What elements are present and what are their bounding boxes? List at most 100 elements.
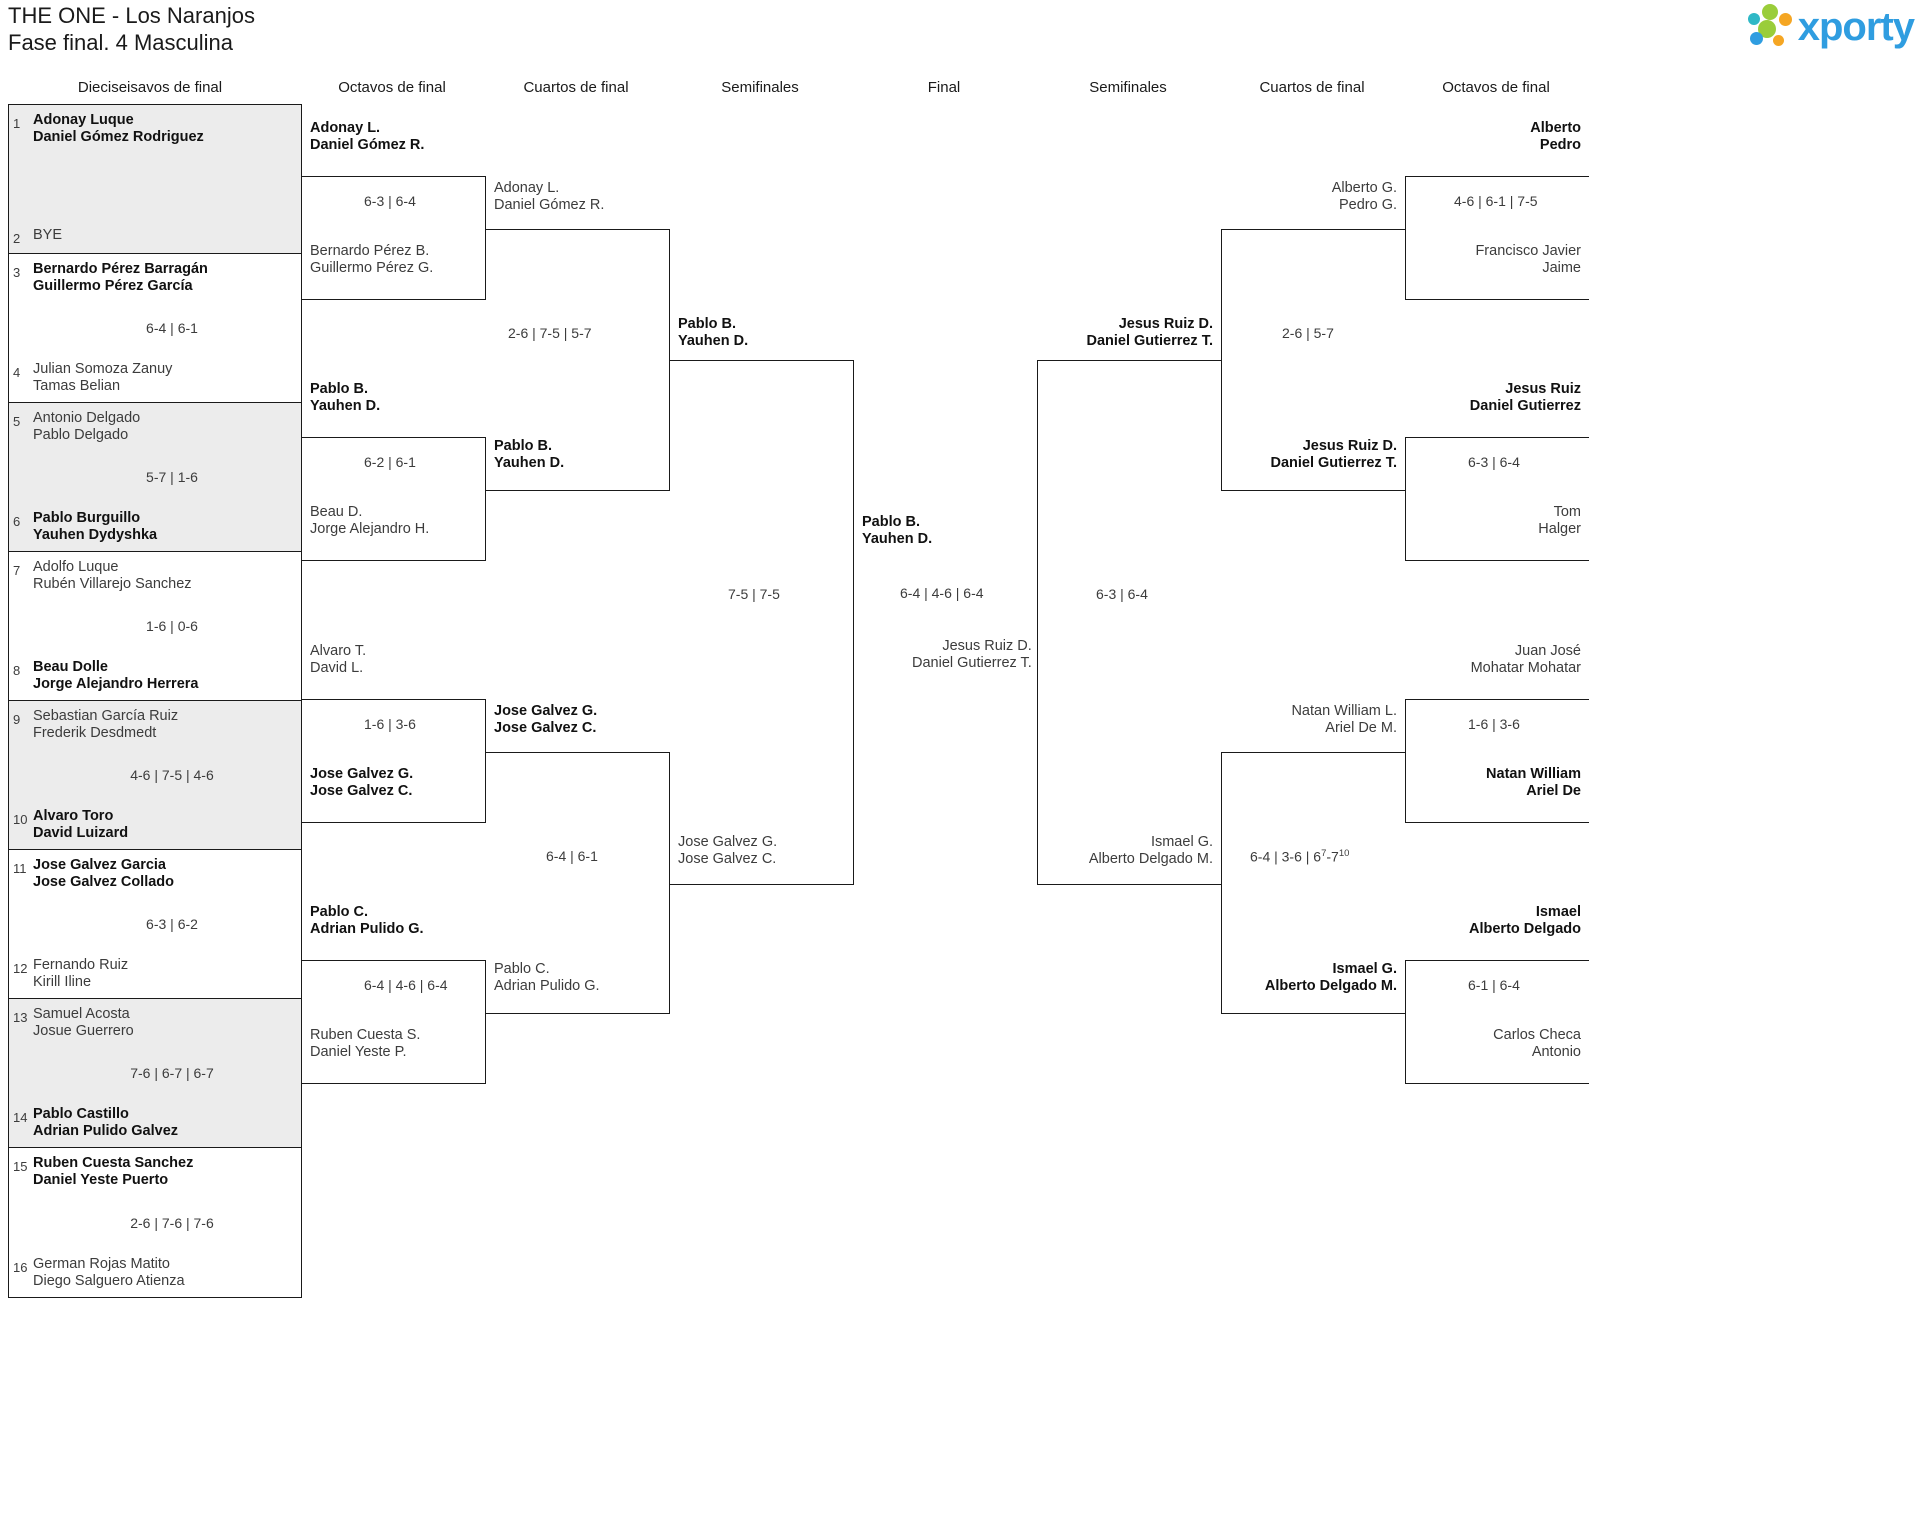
player-names: Pablo Burguillo Yauhen Dydyshka: [33, 510, 158, 543]
match-score: 6-2 | 6-1: [364, 454, 416, 470]
player-names-top: Adonay L. Daniel Gómez R.: [310, 120, 425, 153]
seed-number: 15: [13, 1159, 28, 1174]
r32-entry-top[interactable]: 13 Samuel Acosta Josue Guerrero: [9, 1006, 301, 1040]
r16-left-match-1[interactable]: Adonay L. Daniel Gómez R. 6-3 | 6-4 Bern…: [302, 120, 486, 300]
player-names-bottom: Tom Halger: [1538, 504, 1581, 537]
r32-entry-bottom[interactable]: 14 Pablo Castillo Adrian Pulido Galvez: [9, 1106, 301, 1140]
r32-match-1[interactable]: 1 Adonay Luque Daniel Gómez Rodriguez 2 …: [9, 105, 301, 254]
title-line-2: Fase final. 4 Masculina: [8, 30, 233, 55]
seed-number: 13: [13, 1010, 28, 1025]
player-names-bottom: Natan William Ariel De: [1486, 766, 1581, 799]
r16-right-match-4[interactable]: Ismael Alberto Delgado 6-1 | 6-4 Carlos …: [1405, 904, 1589, 1084]
r16-right-match-2[interactable]: Jesus Ruiz Daniel Gutierrez 6-3 | 6-4 To…: [1405, 381, 1589, 561]
match-score: 4-6 | 7-5 | 4-6: [130, 767, 214, 783]
r32-entry-bottom[interactable]: 2 BYE: [9, 227, 301, 246]
match-score: 7-6 | 6-7 | 6-7: [130, 1065, 214, 1081]
r32-entry-bottom[interactable]: 4 Julian Somoza Zanuy Tamas Belian: [9, 361, 301, 395]
r32-entry-bottom[interactable]: 6 Pablo Burguillo Yauhen Dydyshka: [9, 510, 301, 544]
r16-left-match-3[interactable]: Alvaro T. David L. 1-6 | 3-6 Jose Galvez…: [302, 643, 486, 823]
player-names: Beau Dolle Jorge Alejandro Herrera: [33, 659, 199, 692]
r32-match-5[interactable]: 9 Sebastian García Ruiz Frederik Desdmed…: [9, 701, 301, 850]
round-header-sf-right: Semifinales: [1089, 79, 1167, 96]
player-names-bottom: Ismael G. Alberto Delgado M.: [1264, 961, 1397, 994]
final-connector-left: [853, 490, 854, 885]
score-sup-1: 7: [1321, 848, 1327, 859]
r32-entry-top[interactable]: 15 Ruben Cuesta Sanchez Daniel Yeste Pue…: [9, 1155, 301, 1189]
r32-entry-top[interactable]: 3 Bernardo Pérez Barragán Guillermo Pére…: [9, 261, 301, 295]
player-names: Sebastian García Ruiz Frederik Desdmedt: [33, 708, 179, 741]
match-score: 2-6 | 5-7: [1282, 325, 1334, 341]
player-names-top: Pablo B. Yauhen D.: [862, 514, 933, 547]
score-sup-2: 10: [1338, 848, 1350, 859]
player-names: BYE: [33, 227, 63, 243]
match-score: 6-4 | 6-1: [546, 848, 598, 864]
r32-match-2[interactable]: 3 Bernardo Pérez Barragán Guillermo Pére…: [9, 254, 301, 403]
seed-number: 12: [13, 961, 28, 976]
player-names-top: Natan William L. Ariel De M.: [1291, 703, 1397, 736]
r32-match-4[interactable]: 7 Adolfo Luque Rubén Villarejo Sanchez 1…: [9, 552, 301, 701]
player-names: Antonio Delgado Pablo Delgado: [33, 410, 141, 443]
match-score: 6-4 | 6-1: [146, 320, 198, 336]
seed-number: 10: [13, 812, 28, 827]
r32-match-8[interactable]: 15 Ruben Cuesta Sanchez Daniel Yeste Pue…: [9, 1148, 301, 1297]
seed-number: 16: [13, 1260, 28, 1275]
sf-left-match-1[interactable]: Pablo B. Yauhen D. 7-5 | 7-5 Jose Galvez…: [670, 316, 854, 885]
seed-number: 2: [13, 231, 21, 246]
logo-dots-icon: [1747, 4, 1792, 50]
player-names-bottom: Pablo B. Yauhen D.: [494, 438, 565, 471]
player-names-bottom: Beau D. Jorge Alejandro H.: [310, 504, 430, 537]
player-names: Adolfo Luque Rubén Villarejo Sanchez: [33, 559, 192, 592]
match-score: 2-6 | 7-6 | 7-6: [130, 1214, 214, 1231]
player-names-bottom: Carlos Checa Antonio: [1493, 1027, 1581, 1060]
match-score: 1-6 | 0-6: [146, 618, 198, 634]
r32-entry-top[interactable]: 7 Adolfo Luque Rubén Villarejo Sanchez: [9, 559, 301, 593]
r32-entry-top[interactable]: 1 Adonay Luque Daniel Gómez Rodriguez: [9, 112, 301, 146]
player-names: Fernando Ruiz Kirill Iline: [33, 957, 129, 990]
seed-number: 3: [13, 265, 21, 280]
player-names: Julian Somoza Zanuy Tamas Belian: [33, 361, 173, 394]
r32-entry-bottom[interactable]: 16 German Rojas Matito Diego Salguero At…: [9, 1256, 301, 1290]
round-32-list: 1 Adonay Luque Daniel Gómez Rodriguez 2 …: [8, 104, 302, 1298]
r32-match-3[interactable]: 5 Antonio Delgado Pablo Delgado 5-7 | 1-…: [9, 403, 301, 552]
seed-number: 5: [13, 414, 21, 429]
title-line-1: THE ONE - Los Naranjos: [8, 3, 255, 28]
r32-entry-bottom[interactable]: 10 Alvaro Toro David Luizard: [9, 808, 301, 842]
r32-entry-top[interactable]: 9 Sebastian García Ruiz Frederik Desdmed…: [9, 708, 301, 742]
qf-right-match-1[interactable]: Alberto G. Pedro G. 2-6 | 5-7 Jesus Ruiz…: [1221, 180, 1405, 491]
player-names: Jose Galvez Garcia Jose Galvez Collado: [33, 857, 175, 890]
match-score: 5-7 | 1-6: [146, 469, 198, 485]
qf-left-match-1[interactable]: Adonay L. Daniel Gómez R. 2-6 | 7-5 | 5-…: [486, 180, 670, 491]
r16-right-match-3[interactable]: Juan José Mohatar Mohatar 1-6 | 3-6 Nata…: [1405, 643, 1589, 823]
final-connector-right: [1037, 360, 1038, 885]
r16-left-match-2[interactable]: Pablo B. Yauhen D. 6-2 | 6-1 Beau D. Jor…: [302, 381, 486, 561]
seed-number: 8: [13, 663, 21, 678]
r32-entry-top[interactable]: 11 Jose Galvez Garcia Jose Galvez Collad…: [9, 857, 301, 891]
r32-entry-bottom[interactable]: 12 Fernando Ruiz Kirill Iline: [9, 957, 301, 991]
round-header-qf-right: Cuartos de final: [1259, 79, 1365, 96]
r16-right-match-1[interactable]: Alberto Pedro 4-6 | 6-1 | 7-5 Francisco …: [1405, 120, 1589, 300]
r32-match-7[interactable]: 13 Samuel Acosta Josue Guerrero 7-6 | 6-…: [9, 999, 301, 1148]
r32-entry-top[interactable]: 5 Antonio Delgado Pablo Delgado: [9, 410, 301, 444]
round-header-qf-left: Cuartos de final: [523, 79, 629, 96]
match-score: 6-1 | 6-4: [1468, 977, 1520, 993]
player-names-top: Jose Galvez G. Jose Galvez C.: [494, 703, 598, 736]
player-names-bottom: Jose Galvez G. Jose Galvez C.: [310, 766, 414, 799]
xporty-logo: xporty: [1747, 4, 1915, 50]
score-part-mid: -7: [1326, 848, 1339, 865]
seed-number: 4: [13, 365, 21, 380]
r32-match-6[interactable]: 11 Jose Galvez Garcia Jose Galvez Collad…: [9, 850, 301, 999]
r16-left-match-4[interactable]: Pablo C. Adrian Pulido G. 6-4 | 4-6 | 6-…: [302, 904, 486, 1084]
player-names-bottom: Jesus Ruiz D. Daniel Gutierrez T.: [912, 638, 1032, 671]
match-score: 1-6 | 3-6: [1468, 716, 1520, 732]
player-names-top: Jesus Ruiz Daniel Gutierrez: [1469, 381, 1581, 414]
player-names: Ruben Cuesta Sanchez Daniel Yeste Puerto: [33, 1155, 194, 1188]
qf-left-match-2[interactable]: Jose Galvez G. Jose Galvez C. 6-4 | 6-1 …: [486, 703, 670, 1014]
r32-entry-bottom[interactable]: 8 Beau Dolle Jorge Alejandro Herrera: [9, 659, 301, 693]
sf-right-match-1[interactable]: Jesus Ruiz D. Daniel Gutierrez T. 6-3 | …: [1037, 316, 1221, 885]
player-names-top: Ismael Alberto Delgado: [1469, 904, 1581, 937]
qf-right-match-2[interactable]: Natan William L. Ariel De M. 6-4 | 3-6 |…: [1221, 703, 1405, 1014]
seed-number: 7: [13, 563, 21, 578]
player-names-bottom: Jose Galvez G. Jose Galvez C.: [678, 834, 778, 867]
